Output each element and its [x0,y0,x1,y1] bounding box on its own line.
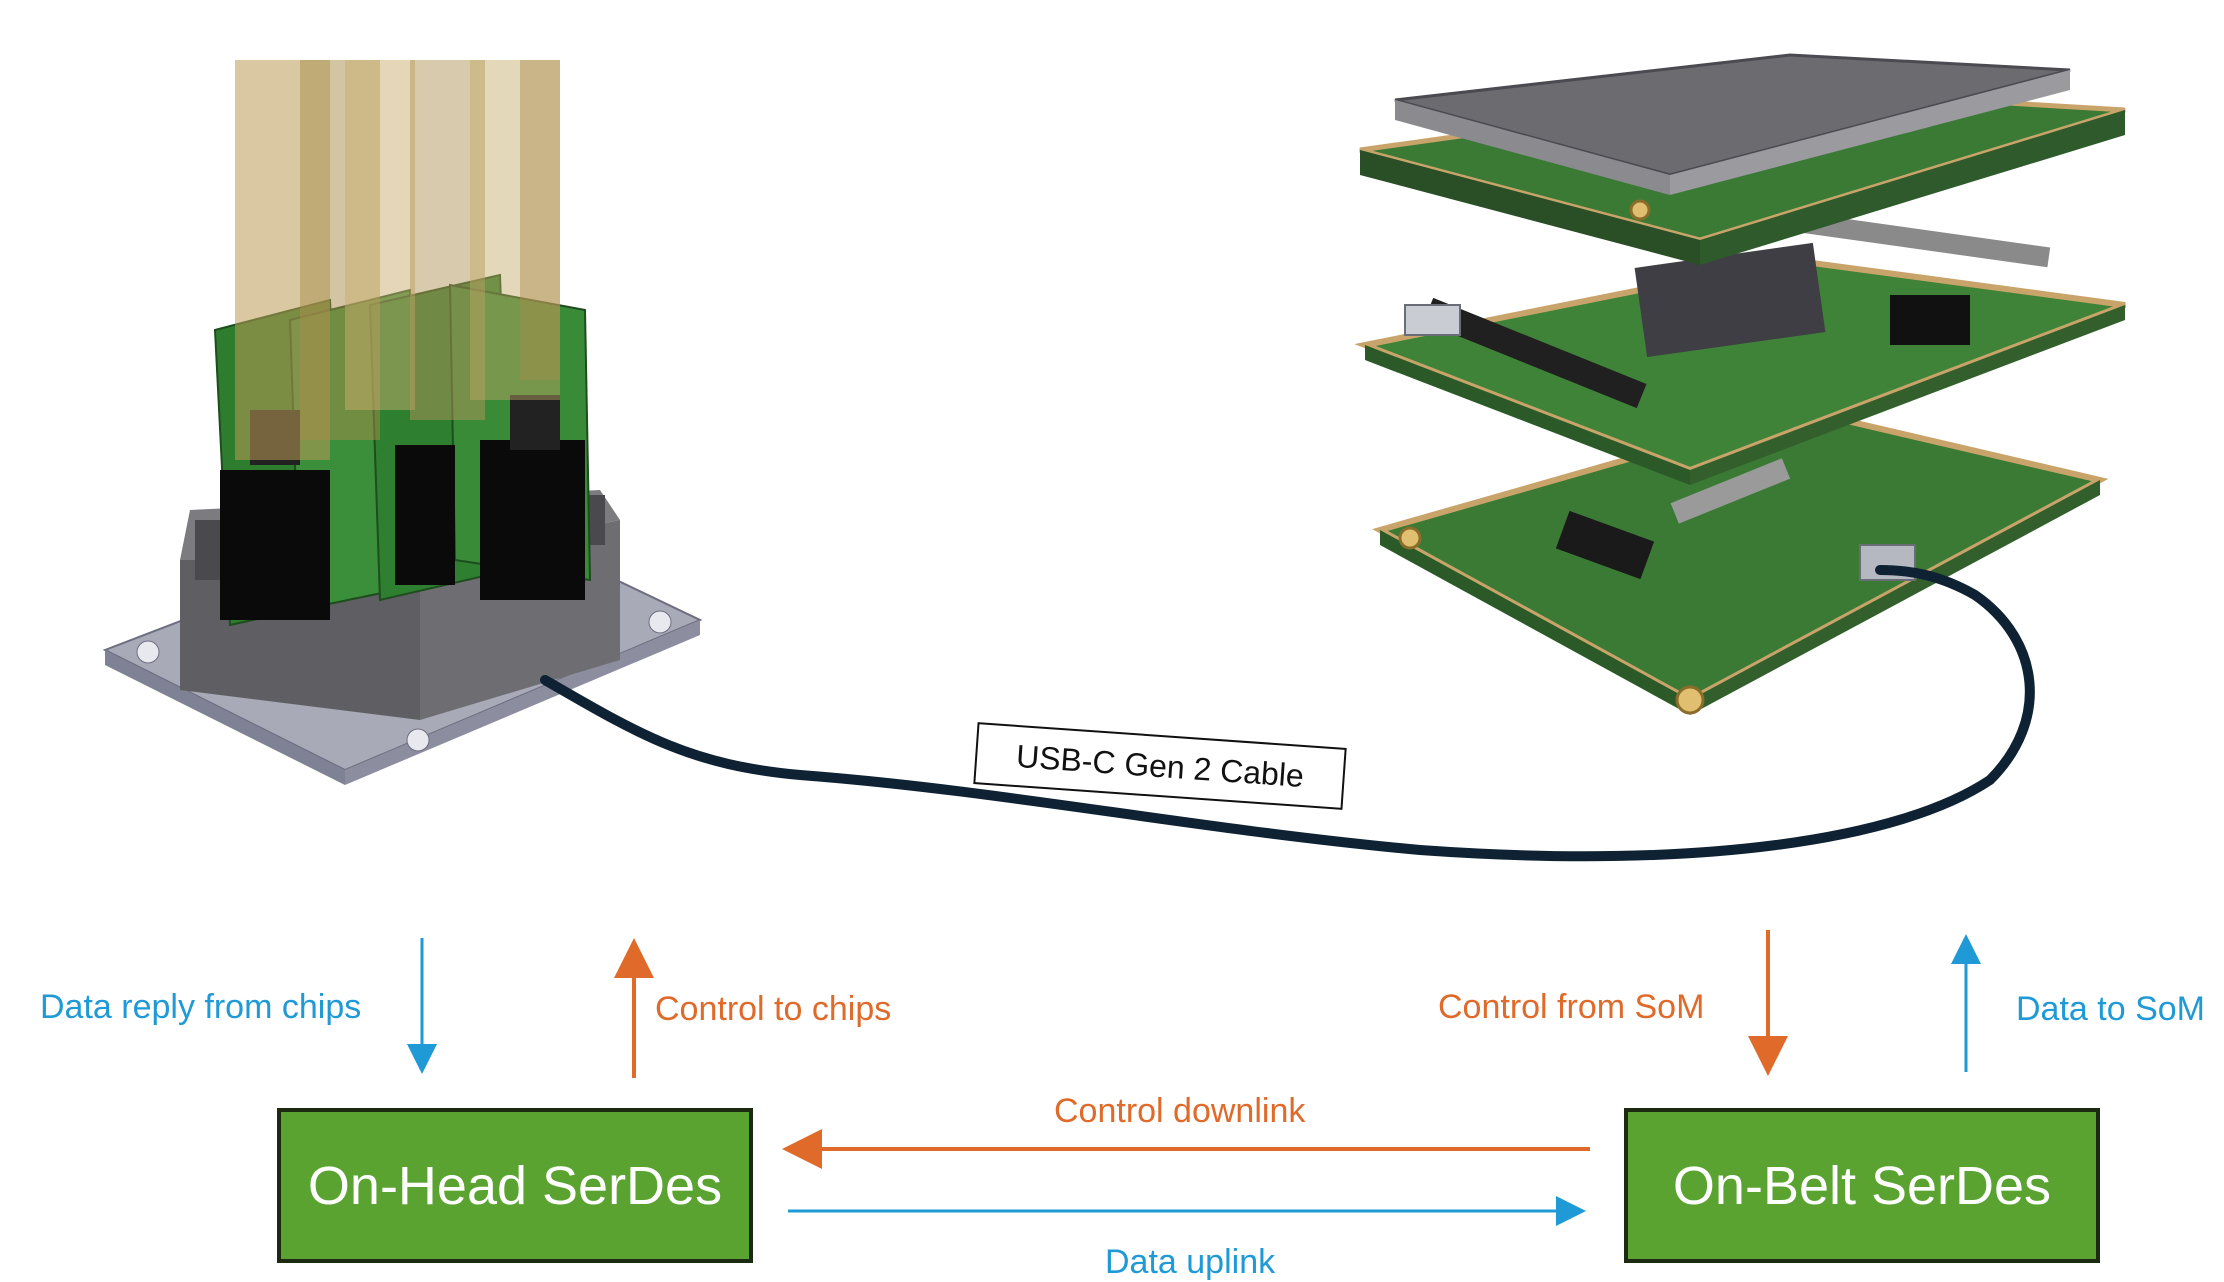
on-belt-serdes-box: On-Belt SerDes [1624,1108,2100,1263]
serdes-board-stack-render [1354,53,2127,715]
control-downlink-label: Control downlink [1054,1092,1306,1130]
control-to-chips-label: Control to chips [655,990,892,1028]
on-head-serdes-box: On-Head SerDes [277,1108,753,1263]
control-from-som-label: Control from SoM [1438,988,1705,1026]
usb-c-cable [540,565,2035,862]
data-uplink-label: Data uplink [1105,1243,1276,1281]
electrode-array-render [102,60,703,785]
data-reply-label: Data reply from chips [40,988,362,1026]
data-to-som-label: Data to SoM [2016,990,2205,1028]
